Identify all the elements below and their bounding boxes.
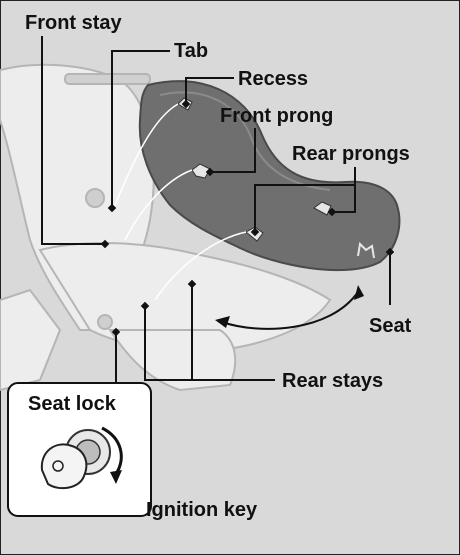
tab-label: Tab	[174, 40, 208, 62]
front-prong-label: Front prong	[220, 105, 333, 127]
seat-label: Seat	[369, 315, 411, 337]
rear-prongs-label: Rear prongs	[292, 143, 410, 165]
seat-lock-label: Seat lock	[28, 393, 116, 415]
recess-label: Recess	[238, 68, 308, 90]
rear-stays-label: Rear stays	[282, 370, 383, 392]
front-stay-label: Front stay	[25, 12, 122, 34]
ignition-key-label: Ignition key	[146, 499, 257, 521]
